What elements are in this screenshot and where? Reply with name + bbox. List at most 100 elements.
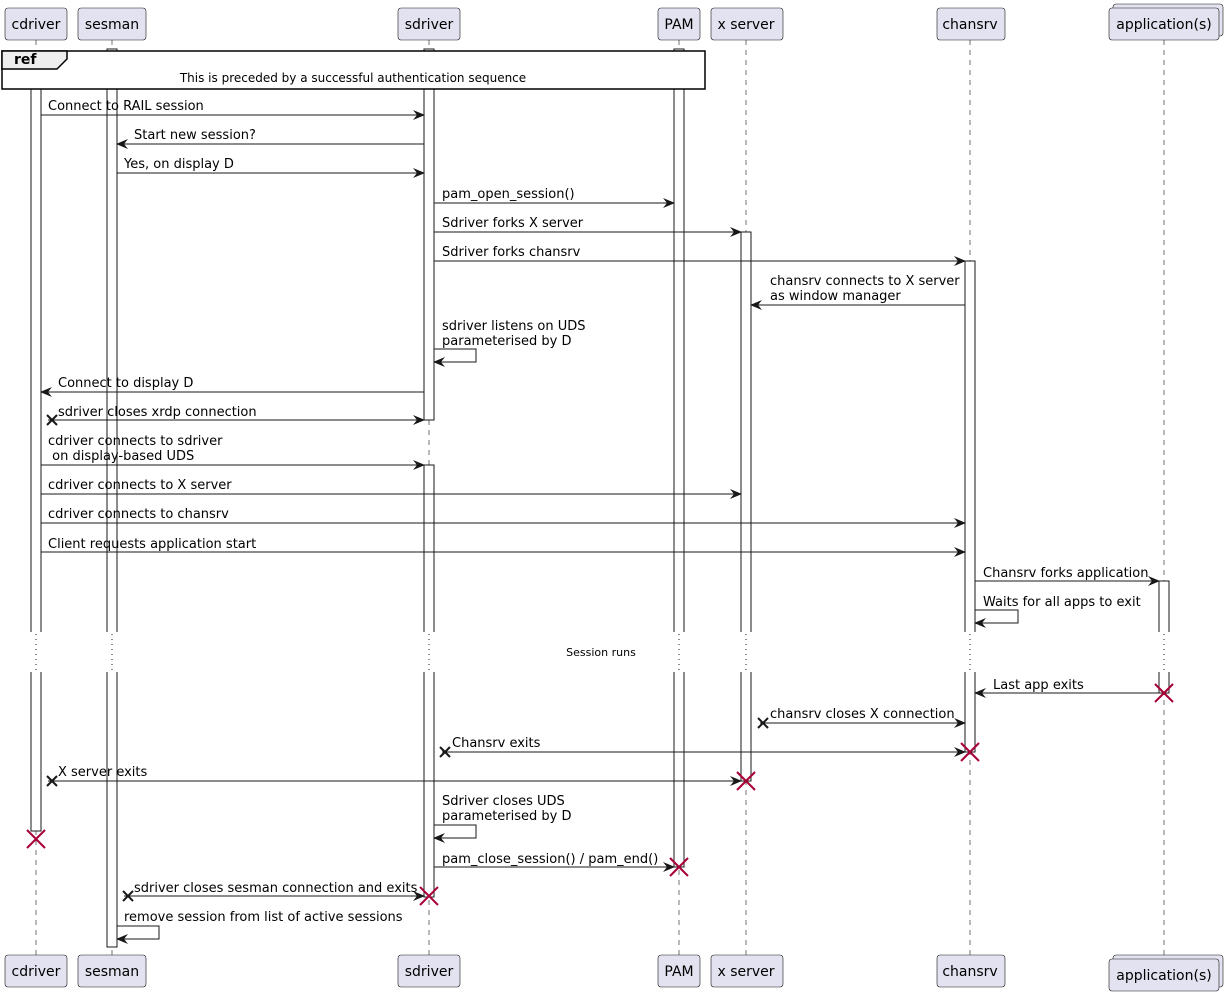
- message-label: Chansrv forks application: [983, 566, 1148, 581]
- message: Client requests application start: [41, 537, 966, 557]
- message-label: chansrv connects to X server: [770, 274, 960, 289]
- participant-xserver: x server: [710, 954, 784, 988]
- message-label: pam_close_session() / pam_end(): [442, 852, 658, 867]
- cross-icon: [46, 414, 58, 426]
- activation-bars: [30, 48, 1170, 948]
- activation-sdriver-2: [423, 464, 435, 898]
- participant-label: sdriver: [405, 17, 454, 33]
- participant-label: PAM: [664, 964, 693, 980]
- divider-label: Session runs: [566, 646, 636, 659]
- message: sdriver closes xrdp connection: [46, 405, 425, 426]
- message-label: cdriver connects to chansrv: [48, 507, 229, 522]
- message: X server exits: [46, 765, 756, 791]
- message-label: as window manager: [770, 289, 901, 304]
- message-label: cdriver connects to sdriver: [48, 434, 223, 449]
- message: Yes, on display D: [117, 157, 425, 178]
- ref-tag: ref: [14, 52, 37, 68]
- message-label: X server exits: [58, 765, 147, 780]
- participant-sdriver: sdriver: [397, 7, 461, 41]
- message-label: Connect to RAIL session: [48, 99, 204, 114]
- participant-label: chansrv: [942, 17, 997, 33]
- activation-sdriver-1: [423, 48, 435, 421]
- activation-pam: [673, 48, 685, 868]
- message-label: chansrv closes X connection: [770, 707, 955, 722]
- destroy-icon: [736, 771, 756, 791]
- message: Chansrv exits: [439, 736, 980, 762]
- message: chansrv connects to X server as window m…: [750, 274, 965, 310]
- message: chansrv closes X connection: [757, 707, 966, 729]
- destroy-icon: [419, 886, 439, 906]
- message-label: pam_open_session(): [442, 187, 575, 202]
- participant-cdriver: cdriver: [4, 7, 68, 41]
- participant-label: sesman: [85, 964, 139, 980]
- message: cdriver connects to chansrv: [41, 507, 966, 528]
- messages: Connect to RAIL session Start new sessio…: [26, 99, 1174, 944]
- participant-label: application(s): [1116, 17, 1211, 33]
- participant-sesman: sesman: [77, 7, 147, 41]
- cross-icon: [122, 890, 134, 902]
- lifelines: [35, 40, 1165, 955]
- message: Last app exits: [974, 678, 1174, 703]
- activation-chansrv: [964, 260, 976, 753]
- participants-bottom: cdriver sesman sdriver PAM x server chan…: [4, 954, 1224, 992]
- activation-sesman: [106, 48, 118, 948]
- activation-cdriver: [30, 66, 42, 832]
- message-label: Start new session?: [134, 128, 256, 143]
- message-label: Last app exits: [993, 678, 1084, 693]
- message: Connect to RAIL session: [41, 99, 425, 120]
- participant-chansrv: chansrv: [936, 7, 1006, 41]
- message-label: Sdriver closes UDS: [442, 794, 565, 809]
- participant-pam: PAM: [657, 7, 701, 41]
- destroy-icon: [669, 857, 689, 877]
- activation-xserver: [740, 231, 752, 782]
- message: pam_close_session() / pam_end(): [434, 852, 689, 877]
- participants-top: cdriver sesman sdriver PAM x server chan…: [4, 3, 1224, 41]
- participant-label: PAM: [664, 17, 693, 33]
- ref-text: This is preceded by a successful authent…: [179, 71, 526, 85]
- message-label: Chansrv exits: [452, 736, 541, 751]
- message: remove session from list of active sessi…: [116, 910, 403, 944]
- destroy-icon: [1154, 683, 1174, 703]
- participant-label: x server: [717, 17, 774, 33]
- participant-xserver: x server: [710, 7, 784, 41]
- message: cdriver connects to X server: [41, 478, 742, 499]
- participant-label: application(s): [1116, 968, 1211, 984]
- message: Sdriver forks chansrv: [434, 245, 966, 266]
- message-label: cdriver connects to X server: [48, 478, 232, 493]
- message-label: parameterised by D: [442, 334, 572, 349]
- participant-label: sesman: [85, 17, 139, 33]
- message-label: Waits for all apps to exit: [983, 595, 1141, 610]
- message-label: Connect to display D: [58, 376, 193, 391]
- participant-pam: PAM: [657, 954, 701, 988]
- destroy-icon: [960, 742, 980, 762]
- message-label: sdriver closes sesman connection and exi…: [134, 881, 418, 896]
- cross-icon: [46, 775, 58, 787]
- message: Connect to display D: [40, 376, 424, 397]
- message-label: Sdriver forks chansrv: [442, 245, 581, 260]
- participant-apps: application(s): [1108, 954, 1224, 992]
- message: sdriver closes sesman connection and exi…: [122, 881, 439, 906]
- message-label: sdriver closes xrdp connection: [58, 405, 257, 420]
- participant-apps: application(s): [1108, 3, 1224, 41]
- message: Waits for all apps to exit: [974, 595, 1141, 628]
- message-label: on display-based UDS: [48, 449, 194, 464]
- participant-sdriver: sdriver: [397, 954, 461, 988]
- message-label: Yes, on display D: [123, 157, 234, 172]
- participant-label: x server: [717, 964, 774, 980]
- participant-label: cdriver: [12, 17, 61, 33]
- message-label: Client requests application start: [48, 537, 256, 552]
- cross-icon: [439, 746, 451, 758]
- session-divider: Session runs: [0, 632, 1227, 672]
- message: Chansrv forks application: [975, 566, 1160, 586]
- message: cdriver connects to sdriver on display-b…: [41, 434, 425, 470]
- message: Start new session?: [116, 128, 424, 149]
- participant-label: sdriver: [405, 964, 454, 980]
- destroy-icon: [26, 829, 46, 849]
- message: Sdriver forks X server: [434, 216, 742, 237]
- ref-frame: ref This is preceded by a successful aut…: [1, 50, 706, 90]
- message-label: Sdriver forks X server: [442, 216, 584, 231]
- participant-label: cdriver: [12, 964, 61, 980]
- message: pam_open_session(): [434, 187, 675, 208]
- message: Sdriver closes UDS parameterised by D: [433, 794, 572, 843]
